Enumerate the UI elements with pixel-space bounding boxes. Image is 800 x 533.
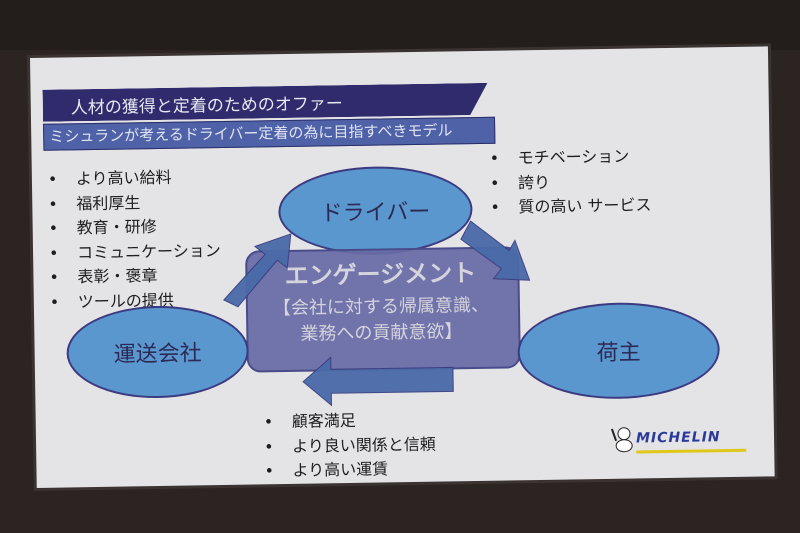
engagement-description: 【会社に対する帰属意識、 業務への貢献意欲】 (246, 292, 517, 348)
engagement-line-2: 業務への貢献意欲】 (300, 321, 463, 345)
engagement-title: エンゲージメント (284, 259, 477, 291)
engagement-line-1: 【会社に対する帰属意識、 (272, 294, 490, 320)
michelin-man-icon (610, 427, 633, 453)
arrow-shipper-to-company (302, 356, 454, 407)
cycle-arrows (223, 220, 531, 407)
michelin-logo: MICHELIN (635, 429, 721, 447)
arrow-driver-to-shipper (460, 220, 531, 281)
room-background (0, 0, 800, 50)
projection-screen: 人材の獲得と定着のためのオファー ミシュランが考えるドライバー定着の為に目指すべ… (30, 46, 775, 488)
arrow-company-to-driver (223, 233, 292, 308)
